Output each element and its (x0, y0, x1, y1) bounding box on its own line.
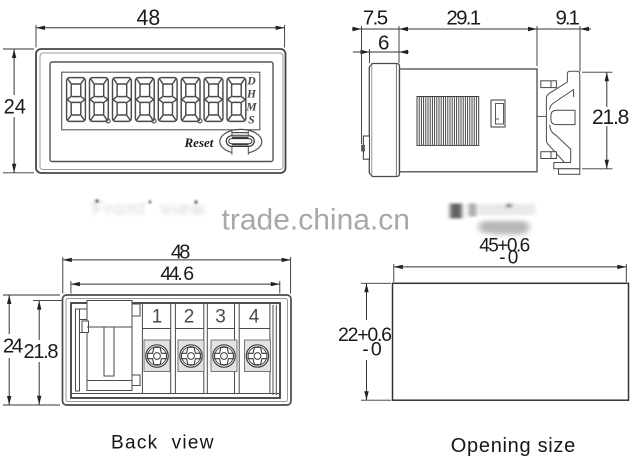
svg-text:48: 48 (137, 5, 161, 30)
svg-text:48: 48 (171, 241, 191, 263)
svg-text:4: 4 (249, 307, 260, 328)
svg-text:H: H (246, 89, 257, 101)
svg-text:21.8: 21.8 (592, 106, 629, 129)
svg-text:1: 1 (152, 307, 163, 328)
svg-text:Back view: Back view (111, 433, 215, 454)
svg-text:24: 24 (3, 335, 23, 358)
svg-text:D: D (246, 76, 256, 88)
svg-text:44. 6: 44. 6 (160, 263, 194, 285)
svg-text:29.1: 29.1 (446, 6, 481, 29)
svg-text:22+0.6: 22+0.6 (338, 324, 392, 346)
svg-text:Reset: Reset (184, 135, 214, 150)
svg-text:9.1: 9.1 (556, 6, 580, 29)
svg-text:-0: -0 (499, 248, 518, 269)
svg-text:Opening size: Opening size (451, 435, 576, 457)
svg-text:S: S (248, 115, 254, 127)
svg-text:6: 6 (378, 31, 389, 54)
svg-text:2: 2 (184, 307, 195, 328)
svg-text:7.5: 7.5 (363, 6, 388, 29)
svg-text:-0: -0 (362, 339, 382, 361)
svg-text:45+0.6: 45+0.6 (479, 236, 530, 257)
svg-text:Front view: Front view (92, 199, 207, 220)
svg-text:3: 3 (215, 307, 226, 328)
svg-text:trade.china.cn: trade.china.cn (222, 204, 410, 237)
svg-text:24: 24 (4, 96, 27, 119)
svg-text:M: M (245, 102, 257, 114)
svg-text:21.8: 21.8 (24, 341, 59, 363)
